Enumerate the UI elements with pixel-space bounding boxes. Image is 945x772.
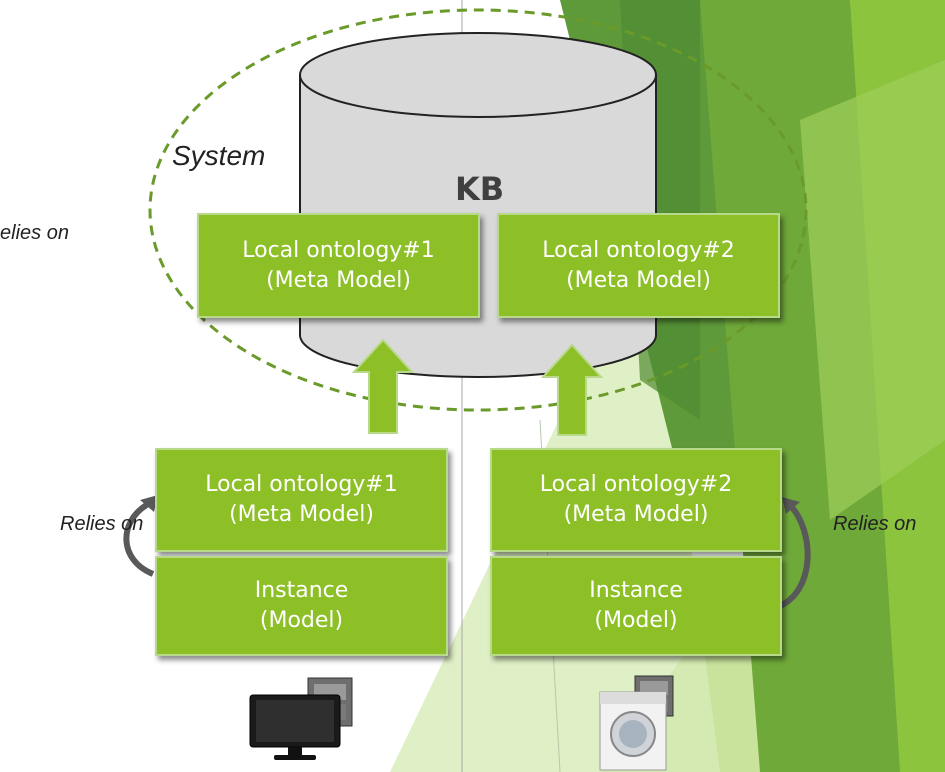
device-1-meta-model-box: Local ontology#1 (Meta Model) (155, 448, 448, 552)
system-label: System (172, 140, 266, 171)
device-1-instance-subtitle: (Model) (259, 608, 344, 633)
device-2-meta-subtitle: (Meta Model) (563, 502, 709, 527)
device-2-instance-box: Instance (Model) (490, 556, 782, 656)
kb-local-ontology-2-subtitle: (Meta Model) (566, 267, 711, 293)
device-2-instance-title: Instance (589, 578, 683, 603)
device-1-meta-title: Local ontology#1 (205, 472, 398, 497)
relies-on-right-label: Relies on (833, 513, 917, 535)
kb-label: KB (455, 170, 505, 208)
device-1-instance-title: Instance (254, 578, 349, 603)
relies-on-left-cut: elies on (0, 222, 69, 244)
monitor-icon (249, 677, 353, 760)
device-2-instance-subtitle: (Model) (594, 608, 678, 633)
device-2-meta-model-box: Local ontology#2 (Meta Model) (490, 448, 782, 552)
kb-local-ontology-2-box: Local ontology#2 (Meta Model) (497, 213, 780, 318)
bg-green-stripe-4 (800, 60, 945, 520)
relies-on-left-label: Relies on (60, 513, 144, 535)
device-1-instance-box: Instance (Model) (155, 556, 448, 656)
kb-local-ontology-1-subtitle: (Meta Model) (266, 267, 411, 293)
kb-local-ontology-2-title: Local ontology#2 (542, 237, 735, 263)
device-2-meta-title: Local ontology#2 (539, 472, 733, 497)
kb-local-ontology-1-title: Local ontology#1 (242, 237, 435, 263)
device-1-meta-subtitle: (Meta Model) (229, 502, 374, 527)
washing-machine-icon (599, 675, 674, 771)
kb-local-ontology-1-box: Local ontology#1 (Meta Model) (197, 213, 480, 318)
